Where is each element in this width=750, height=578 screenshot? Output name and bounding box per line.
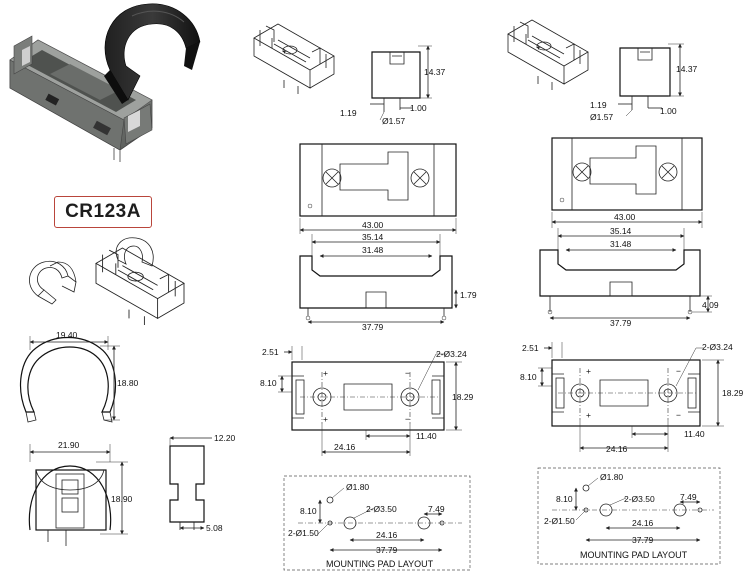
assembly-front-view: 21.90 18.90 bbox=[28, 440, 133, 546]
vb-pin-offset: 1.19 bbox=[590, 100, 607, 110]
vb-pad-edge: 7.49 bbox=[680, 492, 697, 502]
vb-pad-caption: MOUNTING PAD LAYOUT bbox=[580, 550, 688, 560]
clip-front-view: 19.40 18.80 bbox=[19, 330, 139, 423]
va-hole-span: 24.16 bbox=[334, 442, 356, 452]
va-pad-pin-hole: 2-Ø1.50 bbox=[288, 528, 319, 538]
side-bottom-dim: 5.08 bbox=[206, 523, 223, 533]
variant-b-top-view: 43.00 bbox=[551, 137, 703, 228]
variant-a-top-view: 43.00 bbox=[299, 143, 457, 234]
va-width: 18.29 bbox=[452, 392, 474, 402]
vb-hole-span: 24.16 bbox=[606, 444, 628, 454]
vb-edge: 2.51 bbox=[522, 343, 539, 353]
holder-photo bbox=[9, 35, 153, 162]
assembly-width-dim: 21.90 bbox=[58, 440, 80, 450]
va-front-inner: 31.48 bbox=[362, 245, 384, 255]
svg-text:+: + bbox=[323, 368, 328, 378]
vb-pin-span: 37.79 bbox=[610, 318, 632, 328]
va-pin-offset: 1.19 bbox=[340, 108, 357, 118]
va-pad-span: 24.16 bbox=[376, 530, 398, 540]
assembly-height-dim: 18.90 bbox=[111, 494, 133, 504]
svg-text:+: + bbox=[323, 414, 328, 424]
variant-b-bottom-view: + + − − 2.51 8.10 2-Ø3.24 18.29 11.40 24.1… bbox=[520, 342, 744, 454]
vb-offset: 8.10 bbox=[520, 372, 537, 382]
svg-text:−: − bbox=[405, 368, 410, 378]
assembly-side-view: 12.20 5.08 bbox=[169, 433, 236, 533]
model-label: CR123A bbox=[54, 196, 152, 228]
va-pad-hole: 2-Ø3.50 bbox=[366, 504, 397, 514]
vb-spacing: 11.40 bbox=[684, 429, 705, 439]
va-pin-pitch: 1.00 bbox=[410, 103, 427, 113]
svg-text:+: + bbox=[536, 42, 541, 52]
variant-b-pad-layout: Ø1.80 8.10 2-Ø3.50 7.49 2-Ø1.50 24.16 37… bbox=[537, 467, 721, 565]
va-front-outer: 35.14 bbox=[362, 232, 384, 242]
va-pin-span: 37.79 bbox=[362, 322, 384, 332]
va-pin-height: 1.79 bbox=[460, 290, 477, 300]
va-pad-caption: MOUNTING PAD LAYOUT bbox=[326, 559, 434, 569]
vb-width: 18.29 bbox=[722, 388, 744, 398]
va-pad-small-hole: Ø1.80 bbox=[346, 482, 369, 492]
svg-text:−: − bbox=[676, 410, 681, 420]
vb-pad-small-hole: Ø1.80 bbox=[600, 472, 623, 482]
variant-a-iso: + bbox=[253, 23, 335, 95]
svg-text:+: + bbox=[586, 366, 591, 376]
clip-height-dim: 18.80 bbox=[117, 378, 139, 388]
vb-top-length: 43.00 bbox=[614, 212, 636, 222]
vb-pad-hole: 2-Ø3.50 bbox=[624, 494, 655, 504]
vb-front-outer: 35.14 bbox=[610, 226, 632, 236]
side-top-dim: 12.20 bbox=[214, 433, 236, 443]
svg-text:−: − bbox=[405, 414, 410, 424]
clip-width-dim: 19.40 bbox=[56, 330, 78, 340]
va-hole: 2-Ø3.24 bbox=[436, 349, 467, 359]
svg-text:−: − bbox=[676, 366, 681, 376]
va-pad-total: 37.79 bbox=[376, 545, 398, 555]
svg-text:+: + bbox=[586, 410, 591, 420]
clip-iso-sketch bbox=[29, 260, 77, 305]
vb-hole: 2-Ø3.24 bbox=[702, 342, 733, 352]
va-pad-offset: 8.10 bbox=[300, 506, 317, 516]
variant-a-pad-layout: Ø1.80 8.10 2-Ø3.50 7.49 2-Ø1.50 24.16 37… bbox=[283, 475, 471, 571]
vb-pin-dia: Ø1.57 bbox=[590, 112, 613, 122]
variant-a-front-view: 35.14 31.48 37.79 1.79 bbox=[299, 232, 477, 332]
va-edge: 2.51 bbox=[262, 347, 279, 357]
vb-pad-offset: 8.10 bbox=[556, 494, 573, 504]
vb-pad-total: 37.79 bbox=[632, 535, 654, 545]
variant-b-side-view: 14.37 1.19 1.00 Ø1.57 bbox=[590, 43, 698, 122]
vb-side-height: 14.37 bbox=[676, 64, 698, 74]
va-side-height: 14.37 bbox=[424, 67, 446, 77]
vb-pad-span: 24.16 bbox=[632, 518, 654, 528]
vb-pin-pitch: 1.00 bbox=[660, 106, 677, 116]
vb-pad-pin-hole: 2-Ø1.50 bbox=[544, 516, 575, 526]
vb-pin-height: 4.09 bbox=[702, 300, 719, 310]
svg-text:+: + bbox=[282, 46, 287, 56]
variant-a-side-view: 14.37 1.19 1.00 Ø1.57 bbox=[340, 45, 446, 126]
variant-b-iso: + bbox=[507, 19, 589, 91]
va-offset: 8.10 bbox=[260, 378, 277, 388]
vb-front-inner: 31.48 bbox=[610, 239, 632, 249]
va-spacing: 11.40 bbox=[416, 431, 437, 441]
clip-photo bbox=[104, 3, 201, 104]
variant-b-front-view: 35.14 31.48 37.79 4.09 bbox=[539, 226, 719, 328]
variant-a-bottom-view: + + − − 2.51 8.10 2-Ø3.24 18.29 11.40 24.1… bbox=[260, 346, 474, 456]
va-top-length: 43.00 bbox=[362, 220, 384, 230]
va-pin-dia: Ø1.57 bbox=[382, 116, 405, 126]
holder-with-clip-iso bbox=[95, 237, 185, 326]
va-pad-edge: 7.49 bbox=[428, 504, 445, 514]
